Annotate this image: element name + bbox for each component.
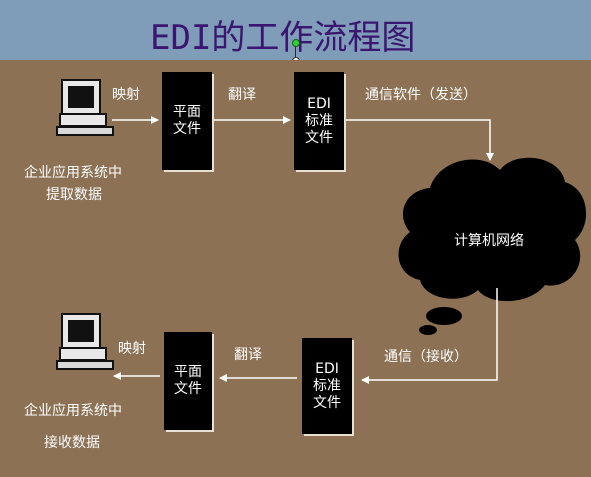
edi-line2-bottom: 标准 [313, 377, 341, 394]
source-label-line1: 企业应用系统中 [24, 165, 122, 181]
network-cloud [398, 157, 587, 335]
flat-file-line1-bottom: 平面 [174, 364, 202, 380]
edi-file-box-top: EDI 标准 文件 [294, 72, 344, 170]
network-label: 计算机网络 [454, 233, 524, 249]
flat-file-box-top: 平面 文件 [162, 72, 212, 170]
source-computer-icon [56, 79, 114, 136]
rotation-handle[interactable] [292, 39, 300, 47]
arrow-send [345, 119, 494, 161]
target-computer-icon [56, 313, 114, 370]
edi-line2: 标准 [305, 112, 333, 129]
flat-file-line2: 文件 [173, 121, 201, 137]
edi-line3-bottom: 文件 [313, 394, 341, 411]
source-label-line2: 提取数据 [46, 187, 102, 203]
target-label-line1: 企业应用系统中 [24, 403, 122, 419]
flat-file-line1: 平面 [173, 104, 201, 120]
edi-line1-bottom: EDI [315, 360, 339, 377]
edi-file-box-bottom: EDI 标准 文件 [302, 338, 352, 434]
step-map-label-top: 映射 [112, 87, 140, 103]
title-bar: EDI的工作流程图 [0, 0, 591, 65]
arrow-receive [361, 288, 498, 384]
target-label-line2: 接收数据 [44, 435, 100, 451]
diagram-title: EDI的工作流程图 [150, 18, 416, 58]
flat-file-line2-bottom: 文件 [174, 381, 202, 397]
step-receive-label: 通信（接收） [384, 349, 468, 365]
rotation-handle-line [295, 44, 296, 60]
flat-file-box-bottom: 平面 文件 [164, 332, 212, 430]
step-translate-label-bottom: 翻译 [234, 347, 262, 363]
edi-line1: EDI [307, 95, 331, 112]
edi-line3: 文件 [305, 129, 333, 146]
step-map-label-bottom: 映射 [118, 341, 146, 357]
step-send-label: 通信软件（发送） [365, 87, 477, 103]
step-translate-label-top: 翻译 [228, 87, 256, 103]
